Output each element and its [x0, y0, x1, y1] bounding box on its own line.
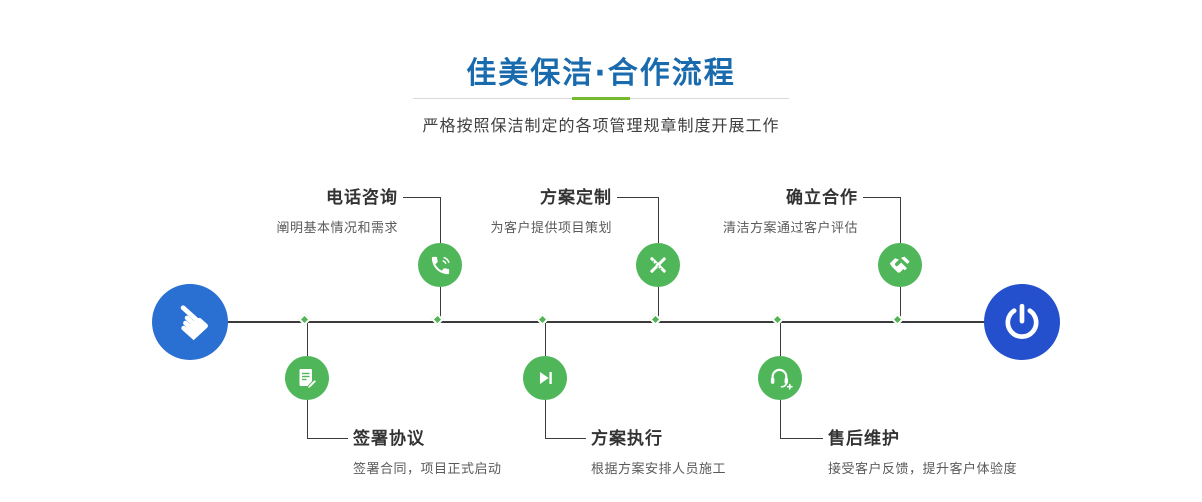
step-title: 方案定制 — [540, 188, 612, 208]
phone-icon — [431, 256, 450, 274]
step-title: 签署协议 — [353, 429, 425, 449]
step-title: 方案执行 — [591, 429, 663, 449]
elbow-line — [863, 197, 900, 198]
elbow-line — [780, 400, 781, 438]
step-node-support — [758, 356, 802, 400]
elbow-line — [307, 438, 348, 439]
elbow-line — [403, 197, 440, 198]
step-desc: 阐明基本情况和需求 — [276, 221, 398, 237]
divider-accent — [572, 97, 630, 100]
connector-line — [900, 287, 901, 322]
play-icon — [539, 372, 552, 384]
power-icon — [1005, 303, 1039, 339]
design-tools-icon — [650, 257, 666, 273]
elbow-line — [900, 197, 901, 243]
timeline-end-node — [984, 284, 1060, 360]
connector-line — [780, 322, 781, 356]
page-title: 佳美保洁·合作流程 — [466, 56, 736, 91]
step-text-execute: 方案执行 根据方案安排人员施工 — [591, 428, 726, 477]
connector-line — [658, 287, 659, 322]
elbow-line — [440, 197, 441, 243]
connector-line — [307, 322, 308, 356]
timeline-diamond — [649, 313, 662, 326]
elbow-line — [617, 197, 658, 198]
page-subtitle: 严格按照保洁制定的各项管理规章制度开展工作 — [422, 116, 780, 135]
connector-line — [545, 322, 546, 356]
timeline-diamond — [771, 313, 784, 326]
step-desc: 根据方案安排人员施工 — [591, 462, 727, 478]
step-text-phone: 电话咨询 阐明基本情况和需求 — [276, 187, 398, 236]
title-divider — [413, 97, 789, 100]
elbow-line — [307, 400, 308, 438]
step-node-phone — [418, 243, 462, 287]
headset-support-icon — [770, 368, 793, 390]
step-title: 确立合作 — [786, 188, 858, 208]
elbow-line — [780, 438, 823, 439]
elbow-line — [545, 400, 546, 438]
pointer-hand-icon: ☚ — [156, 288, 224, 356]
timeline-diamond — [536, 313, 549, 326]
timeline-start-node: ☚ — [152, 284, 228, 360]
step-title: 售后维护 — [828, 429, 900, 449]
step-text-design: 方案定制 为客户提供项目策划 — [490, 187, 612, 236]
step-node-cooperation — [878, 243, 922, 287]
step-text-cooperation: 确立合作 清洁方案通过客户评估 — [723, 187, 858, 236]
contract-icon — [299, 369, 318, 390]
step-node-execute — [523, 356, 567, 400]
step-node-design — [636, 243, 680, 287]
connector-line — [440, 287, 441, 322]
elbow-line — [545, 438, 586, 439]
handshake-icon — [889, 256, 910, 273]
timeline-line — [190, 321, 1022, 323]
step-desc: 接受客户反馈，提升客户体验度 — [828, 462, 1018, 478]
elbow-line — [658, 197, 659, 243]
step-text-contract: 签署协议 签署合同，项目正式启动 — [353, 428, 502, 477]
step-desc: 签署合同，项目正式启动 — [353, 462, 502, 478]
timeline-diamond — [891, 313, 904, 326]
step-desc: 清洁方案通过客户评估 — [722, 221, 858, 237]
timeline-diamond — [431, 313, 444, 326]
step-title: 电话咨询 — [326, 188, 398, 208]
timeline-diamond — [298, 313, 311, 326]
step-desc: 为客户提供项目策划 — [490, 221, 612, 237]
step-node-contract — [285, 356, 329, 400]
step-text-support: 售后维护 接受客户反馈，提升客户体验度 — [828, 428, 1017, 477]
